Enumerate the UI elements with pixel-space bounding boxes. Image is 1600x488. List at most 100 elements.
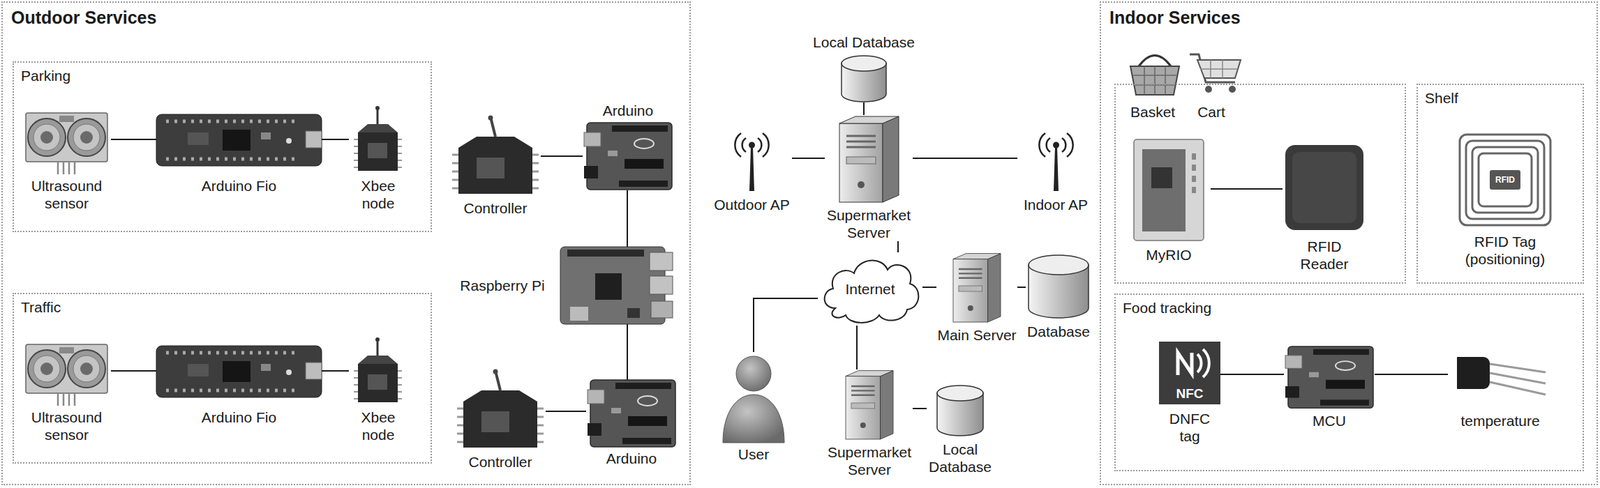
server-node: Supermarket Server <box>826 369 913 479</box>
device-node: Raspberry Pi <box>450 247 674 325</box>
text-group: Ultrasound sensor <box>22 177 111 213</box>
text-group: Controller <box>450 199 541 218</box>
nfc-tag-icon <box>1159 341 1221 405</box>
text-group: Local Database <box>809 33 919 51</box>
arduino-icon <box>587 380 676 448</box>
link-line <box>540 155 583 157</box>
device-label: Arduino <box>586 450 677 468</box>
server-icon <box>845 371 894 440</box>
panel-title: Traffic <box>20 298 424 317</box>
rfid-tag-icon <box>1459 134 1551 226</box>
device-label: Internet <box>845 280 895 298</box>
device-node: MyRIO <box>1126 137 1211 264</box>
panel-title: Indoor Services <box>1109 6 1589 28</box>
link-line <box>912 408 927 410</box>
text-group: Traffic <box>20 298 424 317</box>
link-line <box>545 410 587 413</box>
text-group: Arduino Fio <box>156 408 322 427</box>
panel-title: Outdoor Services <box>11 6 682 28</box>
temperature-sensor-icon <box>1456 357 1546 395</box>
arduino-fio-icon <box>156 114 322 167</box>
text-group: Supermarket Server <box>826 443 913 479</box>
text-group: Outdoor Services <box>11 6 682 28</box>
controller-icon <box>452 115 539 195</box>
link-line <box>626 324 628 381</box>
device-label: User <box>722 445 785 464</box>
text-group: Local Database <box>926 440 994 476</box>
text-group: Raspberry Pi <box>459 277 545 295</box>
database-node: Local Database <box>809 33 919 103</box>
text-group: MyRIO <box>1126 246 1211 264</box>
database-icon <box>841 55 887 102</box>
user-icon <box>722 356 785 444</box>
basket-icon <box>1130 55 1180 96</box>
device-node: Controller <box>454 369 546 471</box>
database-node: Local Database <box>926 385 994 476</box>
device-node: Arduino <box>582 101 674 191</box>
server-node: Supermarket Server <box>824 115 913 242</box>
device-node: Xbee node <box>348 336 408 444</box>
panel-title: Basket <box>1130 103 1176 121</box>
server-icon <box>839 116 899 203</box>
text-group: Outdoor AP <box>711 196 792 214</box>
device-label: Controller <box>450 199 541 218</box>
server-icon <box>953 253 1001 323</box>
device-label: Indoor AP <box>1017 196 1095 214</box>
sub-panel: Food trackingDNFC tagMCUtemperature <box>1114 293 1584 472</box>
server-node: Main Server <box>936 252 1018 345</box>
ultrasound-sensor-icon <box>25 344 108 407</box>
device-node: Controller <box>450 115 541 218</box>
ultrasound-sensor-icon <box>25 113 108 175</box>
link-line <box>791 157 825 160</box>
link-line <box>321 370 349 372</box>
device-label: RFID Reader <box>1282 237 1367 273</box>
panel-title: Parking <box>20 66 424 85</box>
text-group: RFID Tag (positioning) <box>1452 233 1558 268</box>
database-icon <box>937 385 984 437</box>
text-group: DNFC tag <box>1159 410 1221 446</box>
text-group: Arduino Fio <box>156 177 322 195</box>
text-group: Xbee node <box>348 177 408 213</box>
xbee-icon <box>353 106 402 171</box>
text-group: Parking <box>20 66 424 85</box>
device-node: temperature <box>1447 345 1553 430</box>
access-point-node: Outdoor AP <box>711 125 792 214</box>
device-node: RFID Tag (positioning) <box>1452 131 1558 268</box>
text-group: Indoor Services <box>1109 6 1589 28</box>
access-point-node: Indoor AP <box>1017 125 1095 214</box>
device-label: Controller <box>454 453 546 471</box>
device-node: RFID Reader <box>1282 143 1367 273</box>
text-group: Ultrasound sensor <box>22 408 111 444</box>
text-group: MCU <box>1283 412 1375 430</box>
device-node: DNFC tag <box>1159 340 1221 446</box>
device-node: Arduino Fio <box>156 336 322 427</box>
service-panel: Outdoor ServicesParkingUltrasound sensor… <box>1 1 691 486</box>
link-line <box>912 157 1018 160</box>
link-line <box>1374 374 1448 376</box>
arduino-fio-icon <box>156 346 322 398</box>
text-group: Internet <box>845 280 895 298</box>
device-label: MCU <box>1283 412 1375 430</box>
device-label: Ultrasound sensor <box>22 408 111 444</box>
device-node: Arduino Fio <box>156 104 322 195</box>
link-line <box>753 298 818 353</box>
panel-title: Shelf <box>1424 89 1576 107</box>
device-label: Ultrasound sensor <box>22 177 111 213</box>
text-group: temperature <box>1447 412 1553 430</box>
chip-text: RFID <box>1495 175 1515 185</box>
text-group: BasketCart <box>1130 103 1405 121</box>
text-group: Arduino <box>586 450 677 468</box>
link-line <box>922 286 937 289</box>
database-node: Database <box>1025 255 1092 341</box>
device-label: Raspberry Pi <box>459 277 545 295</box>
sub-panel: ParkingUltrasound sensor Arduino Fio Xbee … <box>12 61 432 233</box>
device-label: Supermarket Server <box>826 443 913 479</box>
device-label: Arduino Fio <box>156 177 322 195</box>
myrio-icon <box>1133 139 1204 241</box>
link-line <box>110 138 157 141</box>
link-line <box>1210 188 1283 190</box>
raspberry-pi-icon <box>560 247 673 325</box>
service-panel: Indoor ServicesBasketCartMyRIO RFID Reade… <box>1099 1 1598 486</box>
arduino-icon <box>584 122 672 190</box>
